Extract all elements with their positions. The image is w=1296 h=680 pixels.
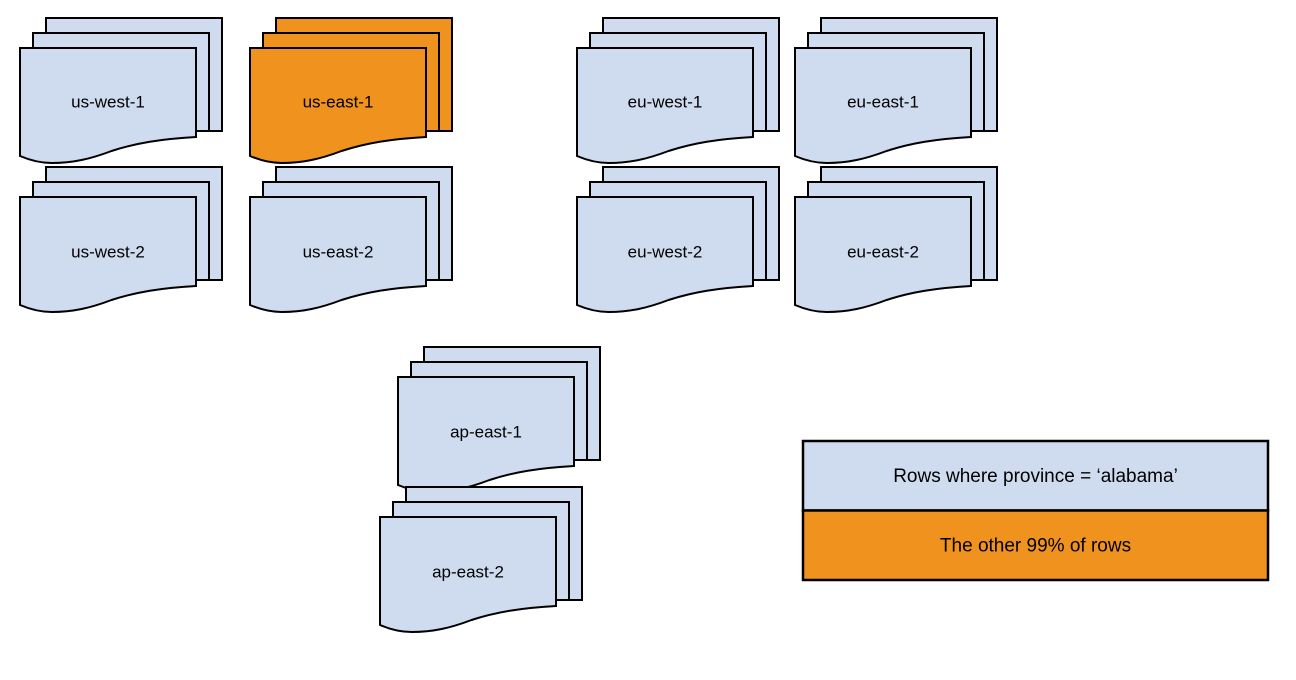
legend-row-orange-label: The other 99% of rows [940,535,1131,556]
stack-label-eu-west-2: eu-west-2 [628,242,703,261]
stack-label-ap-east-1: ap-east-1 [450,422,522,441]
stack-label-eu-west-1: eu-west-1 [628,92,703,111]
stack-label-us-west-1: us-west-1 [71,92,145,111]
stack-sheet-front [576,196,754,314]
stack-label-eu-east-2: eu-east-2 [847,242,919,261]
stack-sheet-front [794,196,972,314]
document-stack-eu-east-2[interactable]: eu-east-2 [794,166,998,314]
stacks-layer: us-west-1 us-east-1 eu-west-1 eu-east-1 us-w… [19,17,998,634]
stack-sheet-front [249,47,427,165]
document-stack-us-west-2[interactable]: us-west-2 [19,166,223,314]
legend-row-orange [801,509,1270,582]
document-stack-us-west-1[interactable]: us-west-1 [19,17,223,165]
stack-label-ap-east-2: ap-east-2 [432,562,504,581]
stack-label-eu-east-1: eu-east-1 [847,92,919,111]
stack-label-us-west-2: us-west-2 [71,242,145,261]
legend-row-blue [801,439,1270,512]
stack-sheet-front [576,47,754,165]
stack-sheet-front [19,47,197,165]
stack-label-us-east-2: us-east-2 [303,242,374,261]
stack-sheet-front [249,196,427,314]
document-stack-eu-east-1[interactable]: eu-east-1 [794,17,998,165]
document-stack-eu-west-2[interactable]: eu-west-2 [576,166,780,314]
document-stack-us-east-1[interactable]: us-east-1 [249,17,453,165]
document-stack-ap-east-1[interactable]: ap-east-1 [397,346,601,494]
legend-row-blue-label: Rows where province = ‘alabama’ [893,466,1178,487]
stack-sheet-front [19,196,197,314]
document-stack-us-east-2[interactable]: us-east-2 [249,166,453,314]
stack-sheet-front [379,516,557,634]
stack-label-us-east-1: us-east-1 [303,92,374,111]
document-stack-eu-west-1[interactable]: eu-west-1 [576,17,780,165]
document-stack-ap-east-2[interactable]: ap-east-2 [379,486,583,634]
legend-layer: Rows where province = ‘alabama’ The other… [801,439,1270,582]
stack-sheet-front [794,47,972,165]
